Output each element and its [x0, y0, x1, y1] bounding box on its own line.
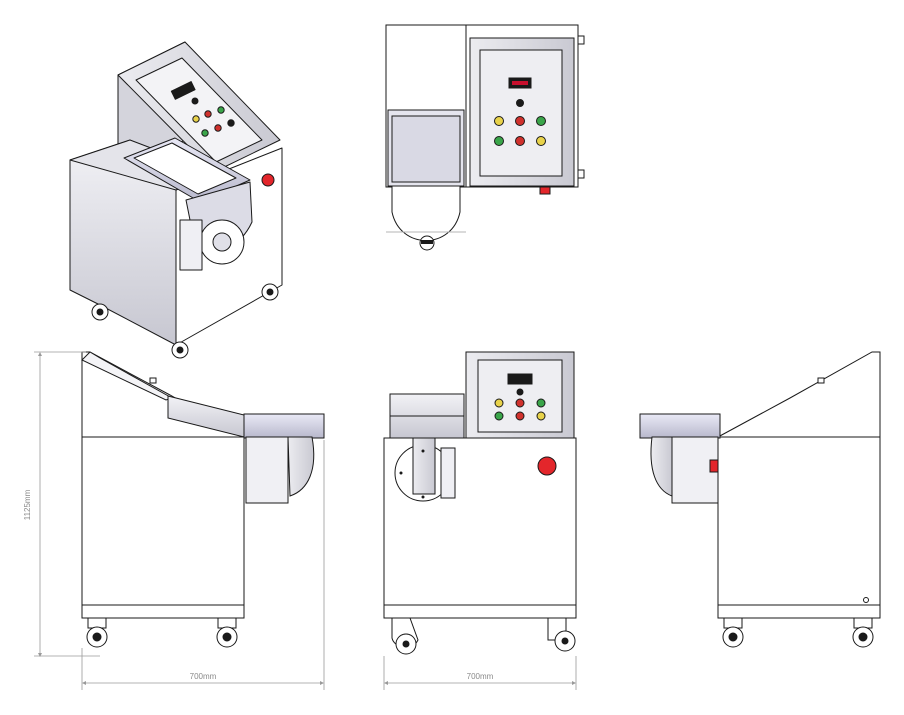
iso-console-panel: [135, 57, 263, 163]
side-casters: [86, 617, 238, 648]
iso-lamp: [191, 97, 199, 105]
front-estop: [537, 456, 557, 476]
top-lamp: [515, 116, 525, 126]
side-cabinet: [81, 351, 245, 619]
iso-lamp: [192, 115, 200, 123]
front-lamp: [536, 411, 546, 421]
top-lamp: [515, 136, 525, 146]
isometric-view: [69, 41, 283, 359]
front-lamp: [494, 398, 504, 408]
front-lamp: [494, 411, 504, 421]
left-side-view: [81, 351, 325, 648]
top-lamp: [536, 136, 546, 146]
right-side-view: [639, 351, 881, 648]
top-lamp: [536, 116, 546, 126]
iso-outlet: [179, 219, 203, 271]
side-chute: [287, 436, 315, 497]
front-casters: [391, 617, 576, 655]
front-chute: [412, 437, 436, 495]
rside-chute: [650, 436, 673, 497]
front-view: [383, 351, 577, 655]
height-dimension-label: 1125mm: [23, 489, 32, 520]
rside-tray: [639, 413, 721, 439]
iso-display: [170, 81, 196, 100]
side-width-dimension-label: 700mm: [190, 672, 217, 681]
iso-lamp: [204, 110, 212, 118]
rside-casters: [722, 617, 874, 648]
iso-lamp: [227, 119, 235, 127]
rside-cabinet: [717, 351, 881, 619]
front-lamp: [515, 398, 525, 408]
dimension-lines: [34, 351, 577, 690]
front-lamp: [536, 398, 546, 408]
front-display: [507, 373, 533, 385]
top-estop: [539, 186, 551, 195]
front-lamp: [515, 411, 525, 421]
front-width-dimension-label: 700mm: [467, 672, 494, 681]
iso-estop: [261, 173, 275, 187]
iso-lamp: [201, 129, 209, 137]
iso-hopper-inner: [133, 142, 237, 195]
iso-lamp: [217, 106, 225, 114]
iso-casters: [91, 283, 279, 359]
rside-estop: [709, 459, 719, 473]
side-tray: [243, 413, 325, 439]
iso-wheel-hub: [212, 232, 232, 252]
top-view: [385, 24, 585, 251]
top-lamp: [494, 136, 504, 146]
top-lamp: [494, 116, 504, 126]
iso-lamp: [214, 124, 222, 132]
